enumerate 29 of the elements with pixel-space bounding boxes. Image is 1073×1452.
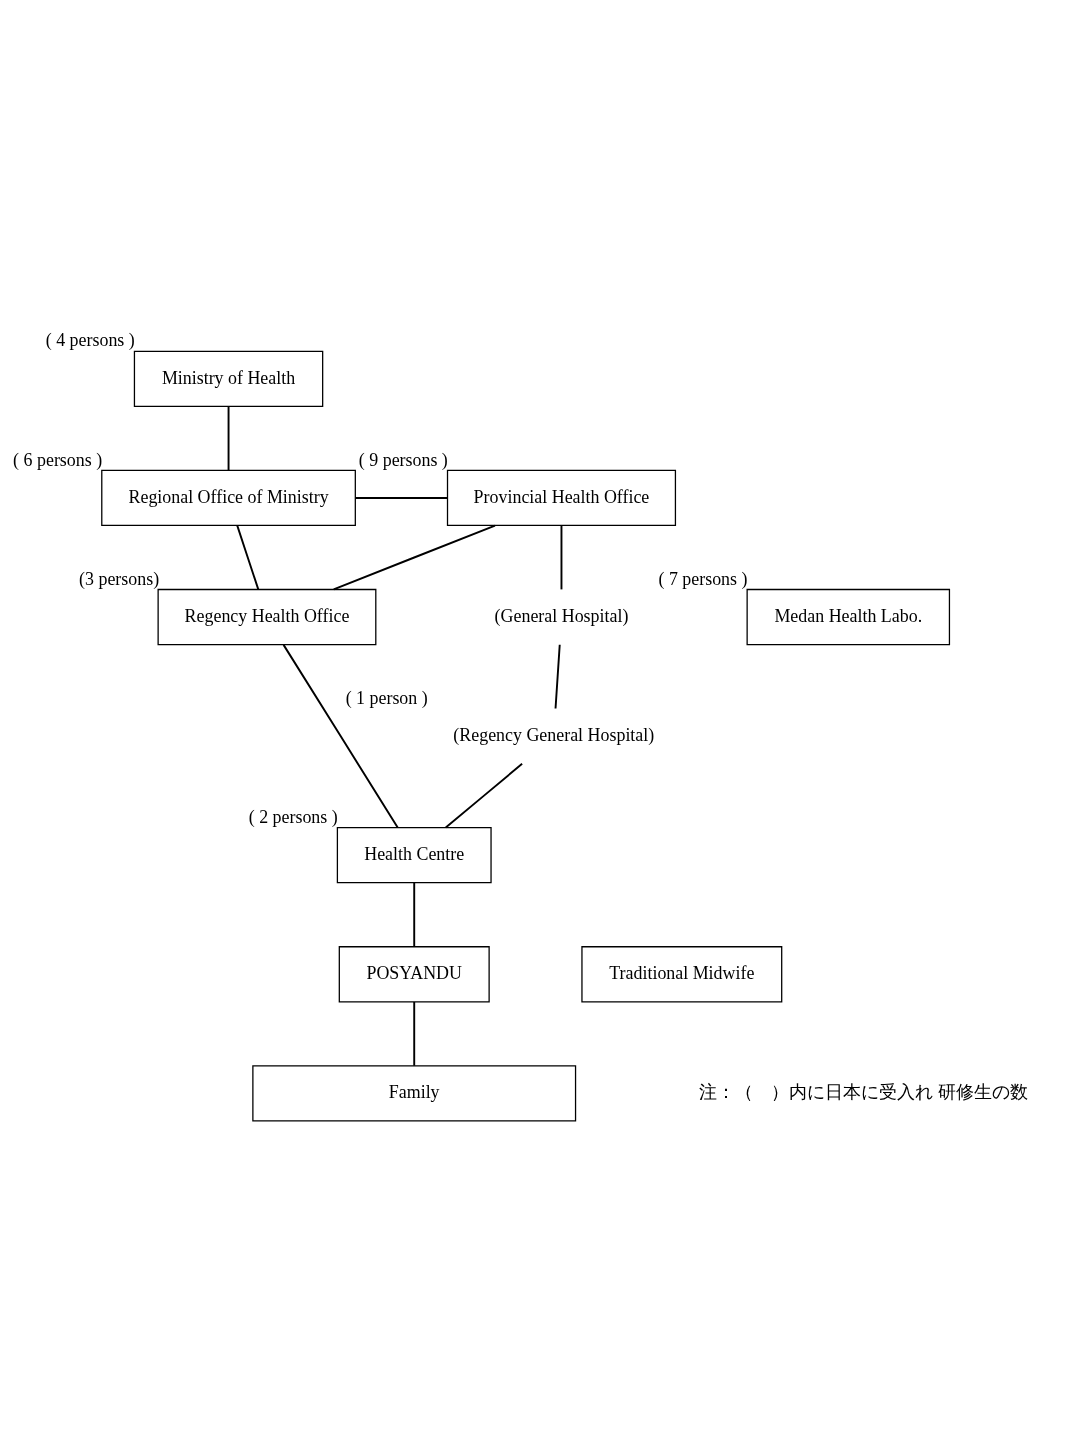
node-box: Ministry of Health [133, 350, 324, 407]
node-box: Provincial Health Office [446, 469, 677, 526]
connector [413, 881, 416, 948]
node-label: (3 persons) [79, 568, 160, 589]
node-label: ( 6 persons ) [13, 449, 103, 470]
node-label: ( 1 person ) [345, 687, 428, 708]
connector [444, 762, 524, 829]
node-box: Medan Health Labo. [746, 588, 951, 645]
node-box: Family [252, 1064, 577, 1122]
connector [332, 524, 496, 590]
connector [282, 643, 399, 828]
node-box: Regency Health Office [157, 588, 377, 645]
connector [554, 643, 561, 709]
connector [413, 1000, 416, 1067]
connector [236, 524, 260, 590]
node-text: (General Hospital) [494, 605, 629, 626]
label: 注：（ ）内に日本に受入れ 研修生の数 [699, 1081, 1028, 1102]
node-box: Regional Office of Ministry [101, 469, 356, 526]
node-label: ( 2 persons ) [248, 806, 338, 827]
node-box: POSYANDU [338, 945, 490, 1002]
node-box: Health Centre [336, 826, 492, 883]
node-label: ( 9 persons ) [358, 449, 448, 470]
connector [227, 405, 230, 471]
connector [560, 524, 563, 590]
node-label: ( 7 persons ) [658, 568, 748, 589]
node-label: ( 4 persons ) [45, 329, 135, 350]
node-text: (Regency General Hospital) [453, 724, 655, 745]
node-box: Traditional Midwife [581, 945, 783, 1002]
connector [354, 496, 449, 499]
